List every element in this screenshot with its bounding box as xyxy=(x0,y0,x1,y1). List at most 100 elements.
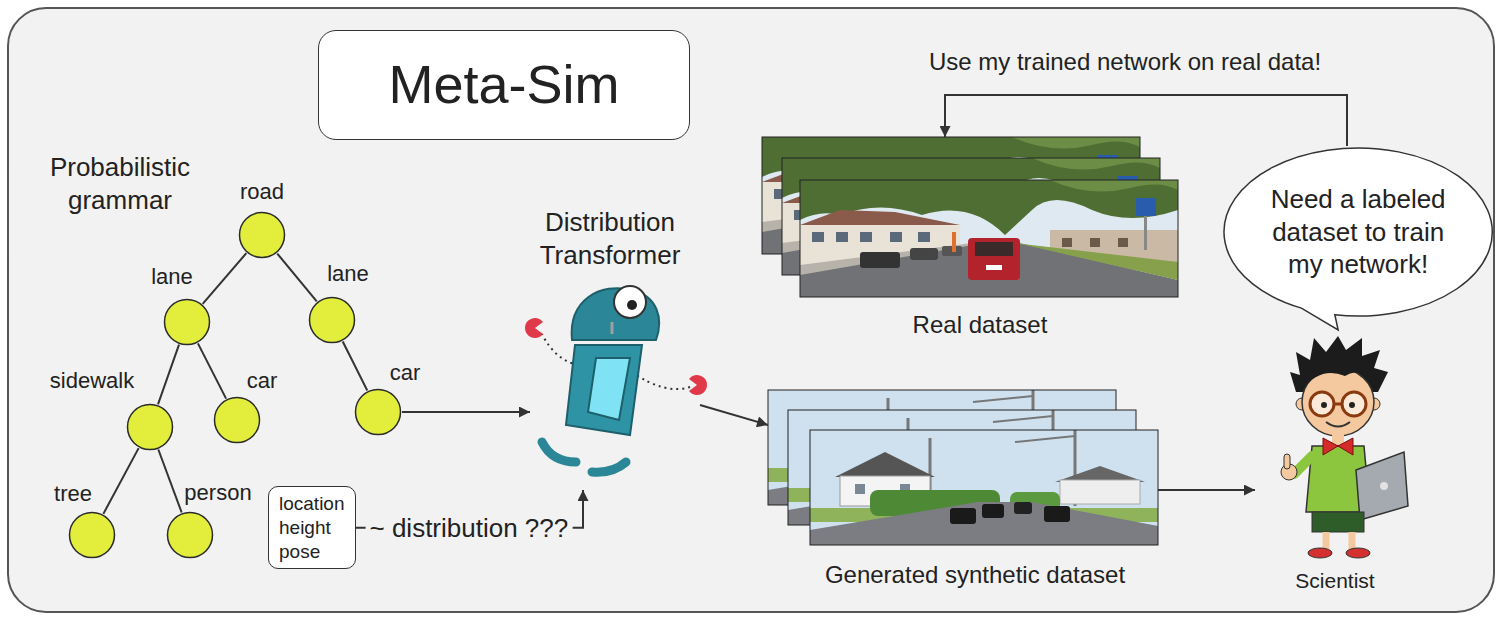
bubble-text: Need a labeled dataset to train my netwo… xyxy=(1256,183,1461,281)
node-label: Generated synthetic dataset xyxy=(825,560,1125,590)
connector xyxy=(277,254,316,302)
grammar-circle xyxy=(168,513,213,558)
node-label: tree xyxy=(54,480,92,508)
grammar-circle xyxy=(240,213,285,258)
label-wrap: road xyxy=(240,178,284,206)
grammar-circle xyxy=(238,211,286,259)
label-wrap: Real dataset xyxy=(913,310,1048,340)
node-label: person xyxy=(184,479,251,507)
distribution-transformer: Distribution Transformer xyxy=(530,285,700,490)
scientist-illustration xyxy=(1346,548,1370,558)
robot-illustration xyxy=(627,300,637,310)
robot-illustration xyxy=(525,286,707,472)
scientist-illustration xyxy=(1349,402,1355,408)
connector xyxy=(945,95,1347,146)
node-label: lane xyxy=(327,260,369,288)
node-label: lane xyxy=(151,263,193,291)
grammar-circle xyxy=(163,298,211,346)
robot-illustration xyxy=(689,375,707,395)
bubble-text-wrap: Need a labeled dataset to train my netwo… xyxy=(1256,183,1461,281)
synthetic-photo-stack xyxy=(768,390,1158,545)
label-wrap: sidewalk xyxy=(50,367,134,395)
grammar-node: road xyxy=(238,211,286,259)
scientist-figure: Scientist xyxy=(1255,335,1410,560)
scientist-illustration xyxy=(1356,452,1408,520)
label-wrap: Scientist xyxy=(1295,568,1374,594)
scientist-illustration xyxy=(1342,392,1366,416)
title-box: Meta-Sim xyxy=(318,30,690,140)
label-wrap: Distribution Transformer xyxy=(490,206,730,271)
synthetic-photo-stack xyxy=(810,430,1158,545)
connector xyxy=(343,341,368,390)
grammar-circle xyxy=(356,390,401,435)
scientist-illustration xyxy=(1284,454,1290,469)
node-label: road xyxy=(240,178,284,206)
connector xyxy=(103,448,138,514)
connector xyxy=(402,411,530,413)
speech-bubble: Need a labeled dataset to train my netwo… xyxy=(1222,146,1494,318)
scientist-illustration xyxy=(1308,548,1332,558)
grammar-circle xyxy=(68,511,116,559)
grammar-circle xyxy=(354,388,402,436)
scientist-illustration xyxy=(1323,532,1330,550)
connector xyxy=(198,343,226,398)
grammar-node: lane xyxy=(163,298,211,346)
node-label: Distribution Transformer xyxy=(490,206,730,271)
label-wrap: Probabilistic grammar xyxy=(20,151,220,216)
scientist-illustration xyxy=(1281,336,1408,558)
scientist-illustration xyxy=(1380,482,1388,490)
real-photo-stack xyxy=(800,180,1178,297)
robot-illustration xyxy=(566,345,642,435)
connector xyxy=(700,405,768,425)
node-label: sidewalk xyxy=(50,367,134,395)
label-wrap: car xyxy=(247,367,278,395)
robot-illustration xyxy=(614,286,646,318)
scientist-illustration xyxy=(1302,362,1376,392)
box-text: location height pose xyxy=(279,492,345,563)
edge-label: ~ distribution ??? xyxy=(366,511,573,544)
edge-label-wrap: ~ distribution ??? xyxy=(366,511,573,544)
node-label: Scientist xyxy=(1295,568,1374,594)
node-label: Real dataset xyxy=(913,310,1048,340)
node-label: car xyxy=(247,367,278,395)
label-wrap: lane xyxy=(327,260,369,288)
title-text: Meta-Sim xyxy=(388,51,619,119)
real-dataset: Real dataset xyxy=(762,137,1178,297)
grammar-circle xyxy=(310,298,355,343)
scientist-illustration xyxy=(1334,403,1342,406)
real-photo-stack xyxy=(762,137,1178,297)
outer-frame xyxy=(8,8,1494,612)
scientist-illustration xyxy=(1326,422,1350,427)
scientist-illustration xyxy=(1349,532,1356,550)
robot-illustration xyxy=(611,322,614,334)
grammar-node: lane xyxy=(308,296,356,344)
grammar-node: person xyxy=(166,511,214,559)
grammar-node: tree xyxy=(68,511,116,559)
grammar-heading: Probabilistic grammar xyxy=(20,151,220,216)
label-wrap: tree xyxy=(54,480,92,508)
label-wrap: Generated synthetic dataset xyxy=(825,560,1125,590)
grammar-circle xyxy=(165,300,210,345)
node-label: car xyxy=(390,359,421,387)
synthetic-dataset: Generated synthetic dataset xyxy=(768,390,1158,545)
connector xyxy=(203,253,247,304)
robot-illustration xyxy=(542,442,576,462)
grammar-circle xyxy=(70,513,115,558)
robot-illustration xyxy=(592,462,626,472)
scientist-illustration xyxy=(1312,512,1364,532)
robot-illustration xyxy=(588,358,630,420)
grammar-node: car xyxy=(354,388,402,436)
grammar-circle xyxy=(126,403,174,451)
robot-illustration xyxy=(525,318,543,338)
scientist-illustration xyxy=(1310,392,1334,416)
grammar-circle xyxy=(128,405,173,450)
bubble-outline xyxy=(1224,148,1492,330)
connector xyxy=(1158,489,1255,491)
scientist-illustration xyxy=(1323,438,1353,455)
attribute-box: location height pose xyxy=(268,486,356,569)
edge-label: Use my trained network on real data! xyxy=(925,47,1325,77)
label-wrap: person xyxy=(184,479,251,507)
